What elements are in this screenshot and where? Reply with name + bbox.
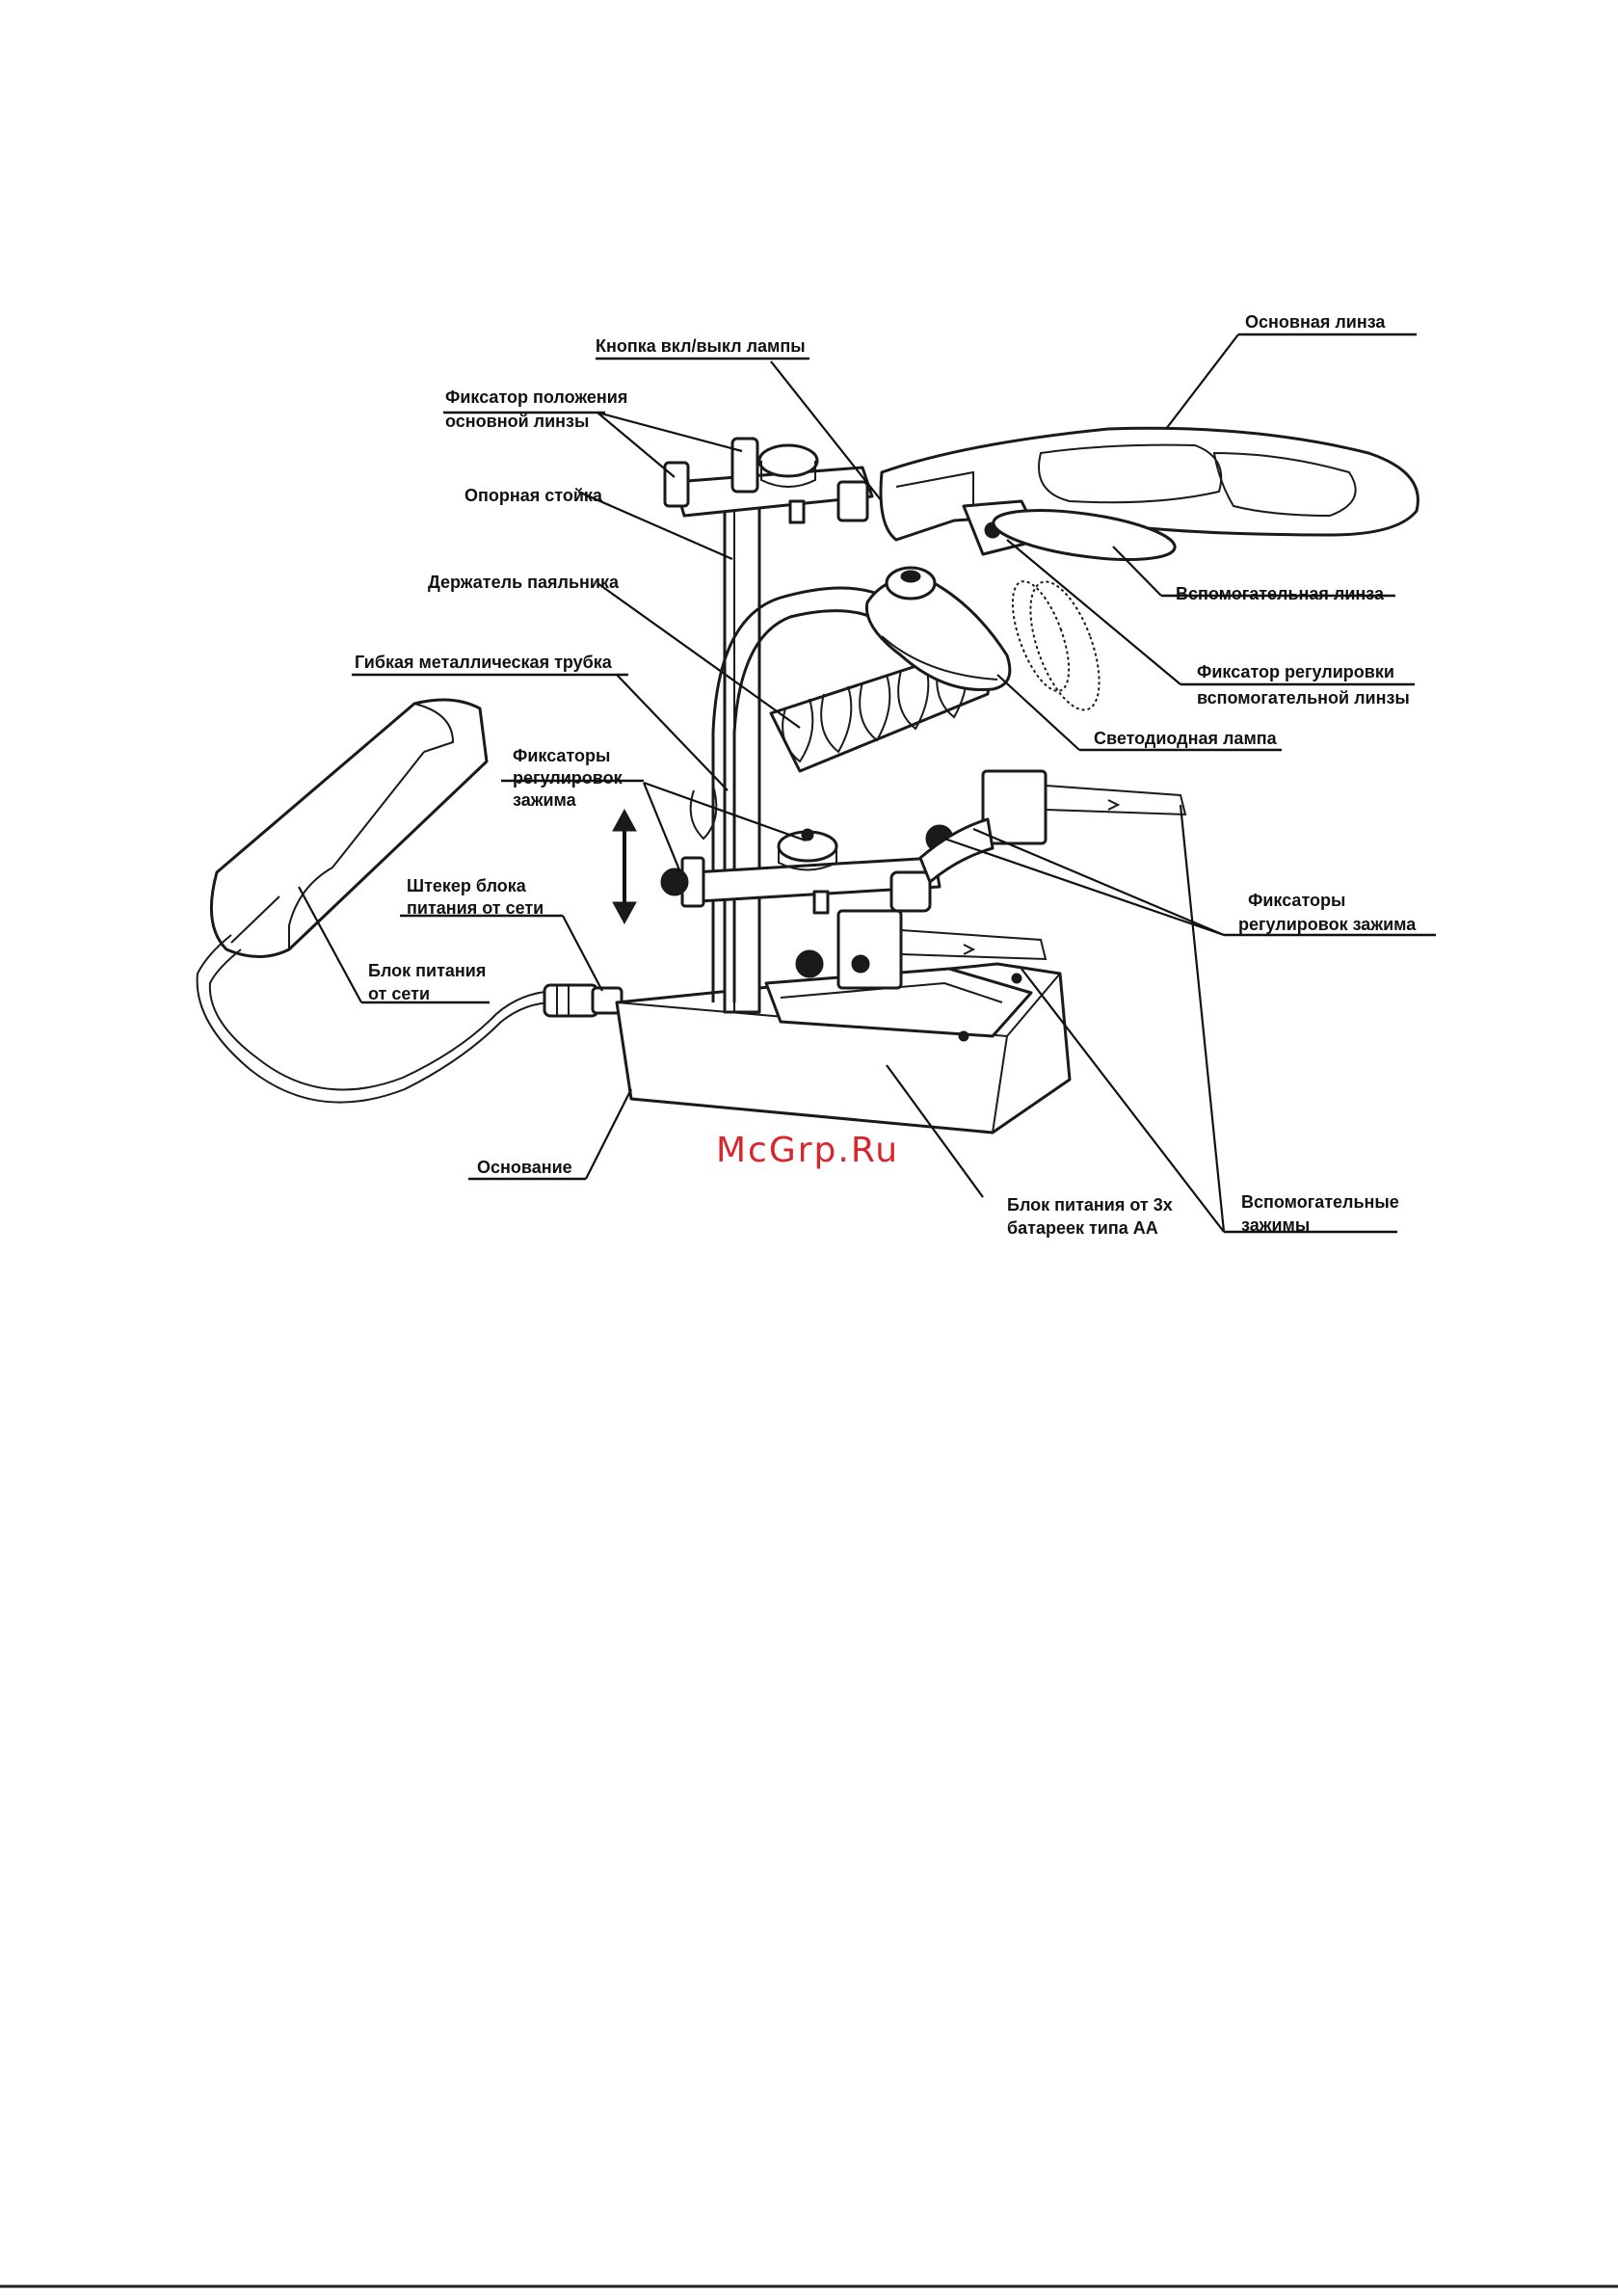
callout-labels: Основная линза Кнопка вкл/выкл лампы Фик… xyxy=(355,312,1417,1238)
label-plug-line1: Штекер блока xyxy=(407,876,527,895)
label-iron-holder: Держатель паяльника xyxy=(428,573,620,592)
label-main-lens: Основная линза xyxy=(1245,312,1386,332)
flexible-tube xyxy=(711,586,888,1002)
label-aux-lens-lock-line2: вспомогательной линзы xyxy=(1197,688,1410,707)
label-aux-lens-lock-line1: Фиксатор регулировки xyxy=(1197,662,1394,681)
label-plug-line2: питания от сети xyxy=(407,898,544,918)
label-clamp-locks-left-line3: зажима xyxy=(513,790,577,810)
power-plug xyxy=(543,983,623,1018)
upper-clamp xyxy=(918,769,1187,884)
label-clamp-locks-right-line1: Фиксаторы xyxy=(1248,891,1345,910)
device-illustration xyxy=(196,426,1419,1135)
label-aux-clamps-line1: Вспомогательные xyxy=(1241,1192,1399,1212)
label-led-lamp: Светодиодная лампа xyxy=(1094,729,1278,748)
vertical-arrow xyxy=(612,808,637,925)
lower-clamp xyxy=(795,870,1048,990)
label-clamp-locks-left-line1: Фиксаторы xyxy=(513,746,610,765)
label-lens-lock-line2: основной линзы xyxy=(445,412,589,431)
label-support-post: Опорная стойка xyxy=(464,486,603,505)
label-battery-line1: Блок питания от 3х xyxy=(1007,1195,1173,1215)
leader-lines xyxy=(298,333,1436,1234)
led-lamp-head xyxy=(864,566,1012,692)
top-arm xyxy=(663,437,874,524)
label-aux-clamps-line2: зажимы xyxy=(1241,1215,1310,1235)
support-post xyxy=(723,499,761,1014)
label-battery-line2: батареек типа АА xyxy=(1007,1218,1158,1238)
label-aux-lens: Вспомогательная линза xyxy=(1176,584,1385,603)
clamp-bar xyxy=(660,828,942,915)
label-lens-lock-line1: Фиксатор положения xyxy=(445,387,627,407)
label-flex-tube: Гибкая металлическая трубка xyxy=(355,653,613,672)
watermark: McGrp.Ru xyxy=(716,1131,899,1170)
label-adapter-line2: от сети xyxy=(368,984,430,1003)
aux-lens xyxy=(992,509,1177,711)
label-clamp-locks-left-line2: регулировок xyxy=(513,768,623,788)
label-base: Основание xyxy=(477,1158,572,1177)
label-lamp-button: Кнопка вкл/выкл лампы xyxy=(596,336,806,356)
label-clamp-locks-right-line2: регулировок зажима xyxy=(1238,915,1417,934)
mains-adapter xyxy=(196,698,555,1104)
label-adapter-line1: Блок питания xyxy=(368,961,486,980)
